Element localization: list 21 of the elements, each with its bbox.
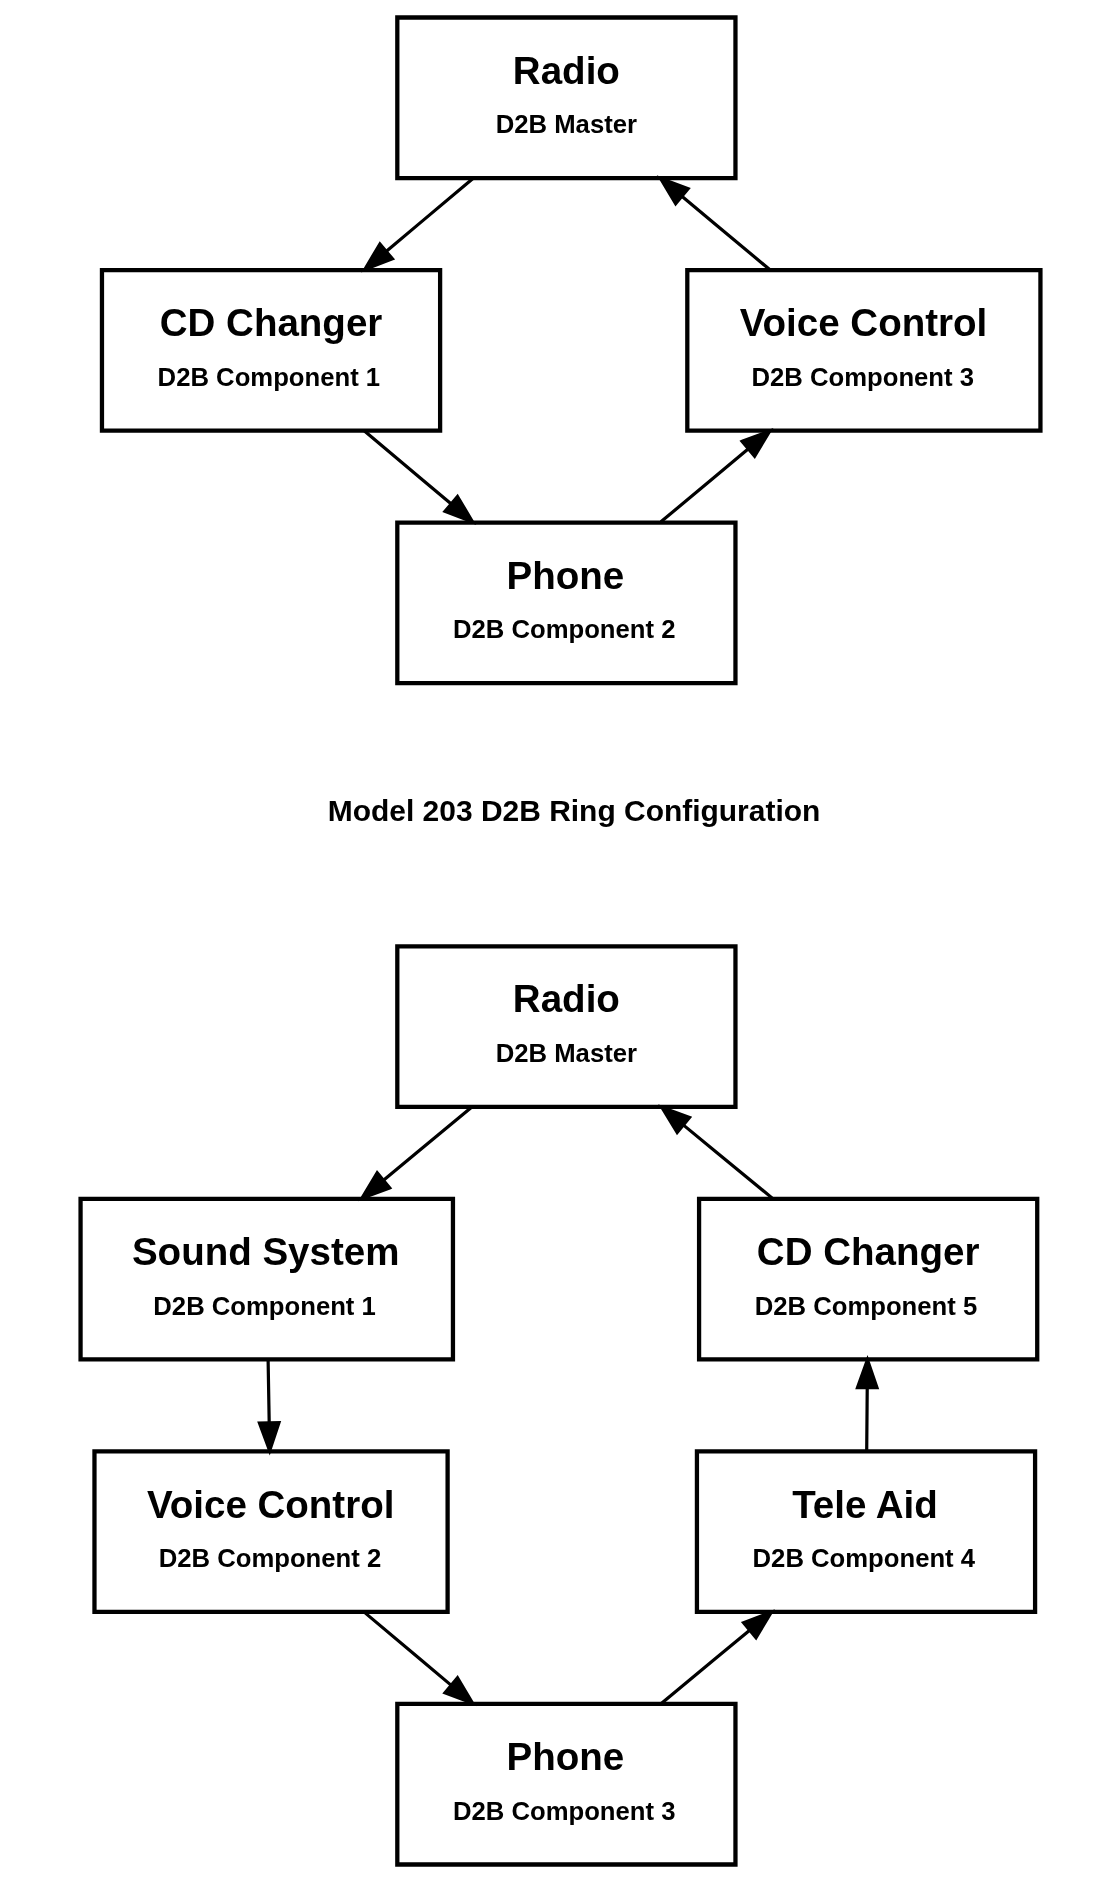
node-box: Sound System D2B Component 1 — [77, 1196, 455, 1362]
arrow — [362, 1611, 476, 1707]
arrow — [360, 177, 474, 273]
node-box: Radio D2B Master — [394, 944, 738, 1109]
label: Model 203 D2B Ring Configuration — [327, 793, 820, 827]
node-box: Phone D2B Component 3 — [394, 1701, 738, 1867]
node-box: Radio D2B Master — [394, 15, 738, 181]
arrow — [357, 1106, 473, 1202]
node-box: CD Changer D2B Component 1 — [99, 267, 442, 433]
arrow — [657, 1104, 773, 1200]
node-box: Tele Aid D2B Component 4 — [694, 1449, 1037, 1615]
arrow — [660, 1609, 775, 1705]
node-box: CD Changer D2B Component 5 — [696, 1196, 1039, 1362]
arrow — [362, 429, 476, 525]
arrow — [656, 175, 770, 271]
arrow — [854, 1355, 879, 1451]
node-box: Phone D2B Component 2 — [394, 520, 738, 686]
node-box: Voice Control D2B Component 2 — [91, 1449, 450, 1615]
node-box: Voice Control D2B Component 3 — [684, 267, 1043, 433]
arrow — [256, 1359, 281, 1456]
arrow — [659, 427, 773, 524]
